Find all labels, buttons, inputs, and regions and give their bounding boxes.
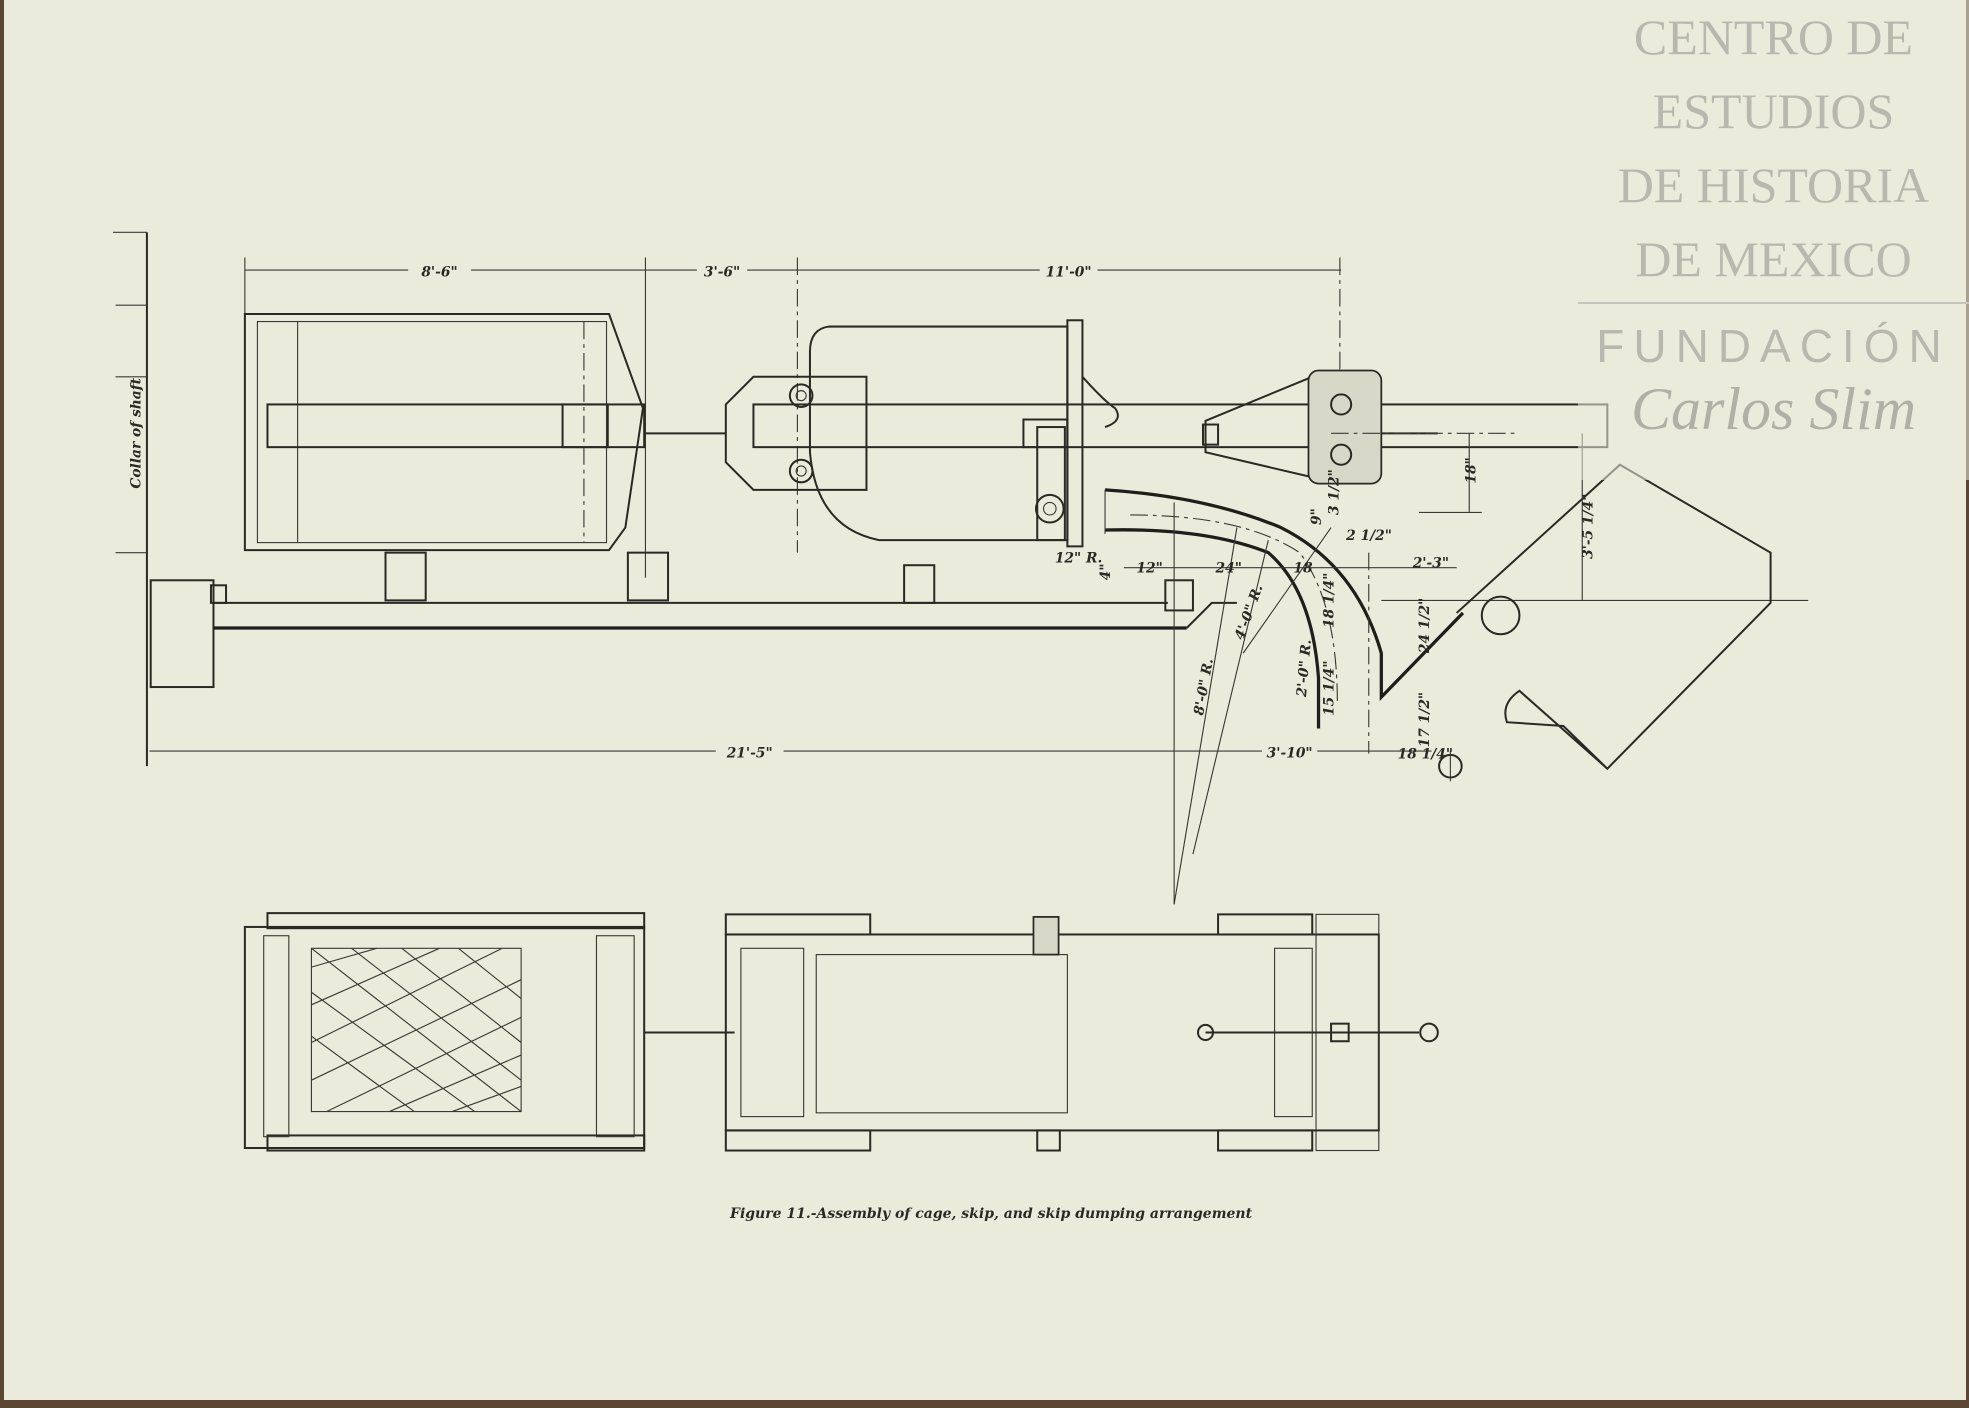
skip-elevation bbox=[724, 319, 1609, 548]
track bbox=[213, 579, 1809, 630]
dim-small-4: 4" bbox=[1098, 563, 1114, 580]
dim-height-18: 18" bbox=[1463, 457, 1479, 483]
dim-gap-3-5: 3 1/2" bbox=[1327, 469, 1343, 515]
dim-height-3-5: 3'-5 1/4" bbox=[1580, 494, 1596, 559]
dim-v-15: 15 1/4" bbox=[1322, 660, 1338, 715]
dim-gap-2-5: 2 1/2" bbox=[1345, 528, 1392, 544]
dim-gap-9: 9" bbox=[1309, 508, 1325, 525]
dim-skip-length: 11'-0" bbox=[1046, 264, 1092, 280]
watermark-line: DE MEXICO bbox=[1635, 231, 1912, 287]
dim-dump-offset: 18 1/4" bbox=[1398, 747, 1453, 763]
dim-radius-2: 2'-0" R. bbox=[1294, 639, 1315, 699]
dim-dump-span: 3'-10" bbox=[1267, 745, 1313, 761]
watermark: CENTRO DE ESTUDIOS DE HISTORIA DE MEXICO… bbox=[1578, 0, 1969, 480]
dim-seg-12: 12" bbox=[1136, 561, 1162, 577]
top-dimensions: 8'-6" 3'-6" 11'-0" bbox=[244, 257, 1342, 578]
watermark-line: ESTUDIOS bbox=[1652, 83, 1895, 139]
shaft-label: Collar of shaft bbox=[129, 377, 145, 488]
dump-curve bbox=[1104, 432, 1772, 905]
dim-v-24: 24 1/2" bbox=[1417, 598, 1433, 654]
dim-radius-8: 8'-0" R. bbox=[1191, 657, 1217, 716]
watermark-line: CENTRO DE bbox=[1633, 9, 1914, 65]
dim-gap: 3'-6" bbox=[704, 264, 740, 280]
watermark-line: DE HISTORIA bbox=[1617, 157, 1930, 213]
figure-caption: Figure 11.-Assembly of cage, skip, and s… bbox=[730, 1206, 1253, 1222]
cage-elevation bbox=[243, 313, 936, 604]
dim-seg-24: 24" bbox=[1215, 561, 1242, 577]
dim-v-18: 18 1/4" bbox=[1322, 573, 1338, 628]
dim-seg-2-3: 2'-3" bbox=[1412, 556, 1449, 572]
shaft-collar: Collar of shaft bbox=[113, 231, 228, 767]
cage-plan bbox=[243, 912, 735, 1152]
watermark-signature: Carlos Slim bbox=[1630, 376, 1917, 442]
bottom-dimensions: 21'-5" 3'-10" 18 1/4" 12" R. 4" 12" 24" … bbox=[149, 457, 1596, 763]
dim-radius-small: 12" R. bbox=[1055, 551, 1102, 567]
dim-overall: 21'-5" bbox=[726, 745, 773, 761]
dim-cage-length: 8'-6" bbox=[421, 264, 457, 280]
skip-plan bbox=[724, 913, 1439, 1152]
dim-seg-18: 18 bbox=[1293, 561, 1313, 577]
dim-radius-4: 4'-0" R. bbox=[1232, 583, 1267, 642]
dim-v-17: 17 1/2" bbox=[1417, 692, 1433, 747]
watermark-divider bbox=[1578, 302, 1969, 304]
watermark-foundation: FUNDACIÓN bbox=[1596, 320, 1951, 372]
